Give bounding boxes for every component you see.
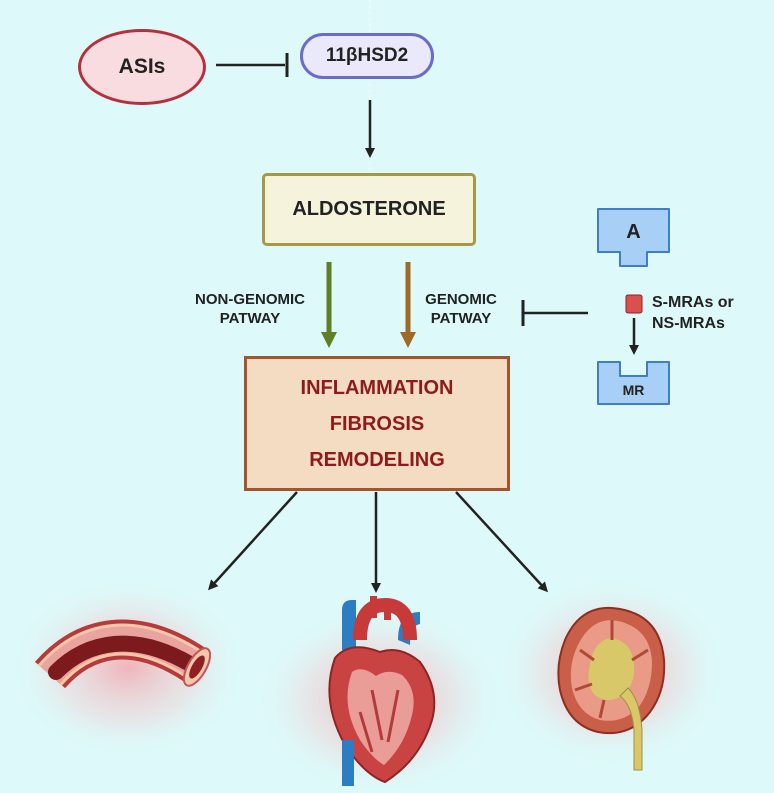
non-genomic-line1: NON-GENOMIC xyxy=(195,291,305,308)
arrow-to-kidney xyxy=(455,491,549,593)
ligand-a-label: A xyxy=(598,214,669,250)
hsd2-label: 11βHSD2 xyxy=(325,45,409,66)
outcomes-node: INFLAMMATION FIBROSIS REMODELING xyxy=(244,356,510,491)
hsd2-node: 11βHSD2 xyxy=(300,33,434,79)
mr-text: MR xyxy=(622,382,645,398)
outcome-remodeling: REMODELING xyxy=(309,448,445,471)
drug-line2: NS-MRAs xyxy=(652,315,725,332)
heart-illustration xyxy=(328,596,436,786)
drug-line1: S-MRAs or xyxy=(652,294,734,311)
mr-label: MR xyxy=(598,378,669,402)
genomic-line1: GENOMIC xyxy=(425,291,497,308)
drug-square xyxy=(625,294,643,314)
kidney-illustration xyxy=(557,606,666,771)
ligand-a-text: A xyxy=(626,220,641,243)
asis-node: ASIs xyxy=(78,29,206,105)
mr-receptor-shape xyxy=(597,361,670,405)
blood-vessel-illustration xyxy=(34,619,212,689)
vessel-glow xyxy=(10,578,246,758)
non-genomic-label: NON-GENOMIC PATWAY xyxy=(170,290,330,328)
aldosterone-label: ALDOSTERONE xyxy=(292,198,446,220)
asis-label: ASIs xyxy=(118,55,166,78)
arrow-to-vessel xyxy=(207,491,298,591)
non-genomic-line2: PATWAY xyxy=(219,310,281,327)
aldosterone-node: ALDOSTERONE xyxy=(262,173,476,246)
genomic-line2: PATWAY xyxy=(430,310,492,327)
outcome-inflammation: INFLAMMATION xyxy=(300,376,454,399)
ligand-a-shape xyxy=(597,208,670,267)
drug-label: S-MRAs or NS-MRAs xyxy=(652,292,762,334)
outcome-fibrosis: FIBROSIS xyxy=(329,412,425,435)
genomic-label: GENOMIC PATWAY xyxy=(406,290,516,328)
